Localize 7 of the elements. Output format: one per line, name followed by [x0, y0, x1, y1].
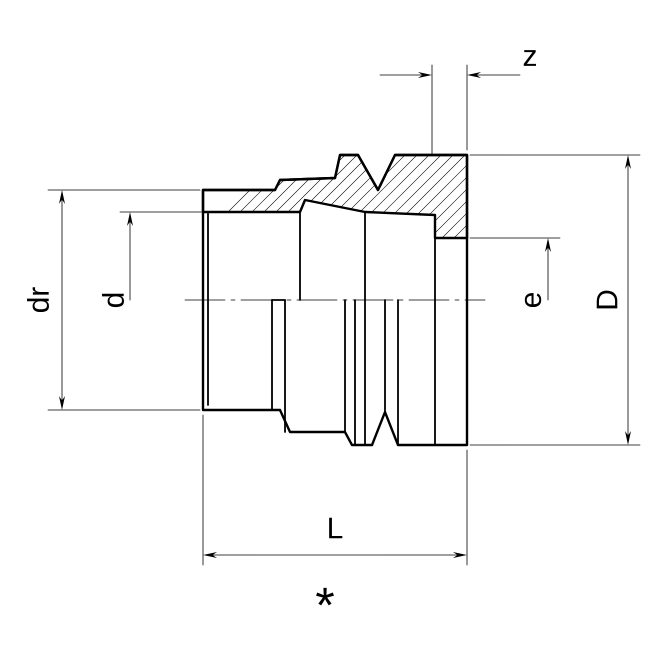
dimension-label: d: [102, 294, 124, 308]
dimension-label: *: [316, 588, 334, 606]
dimension-label: dr: [27, 287, 49, 312]
dimension-label: z: [524, 50, 536, 66]
dimension-label: D: [596, 290, 618, 308]
dimension-label: e: [524, 293, 542, 308]
dimension-label: L: [329, 518, 342, 538]
